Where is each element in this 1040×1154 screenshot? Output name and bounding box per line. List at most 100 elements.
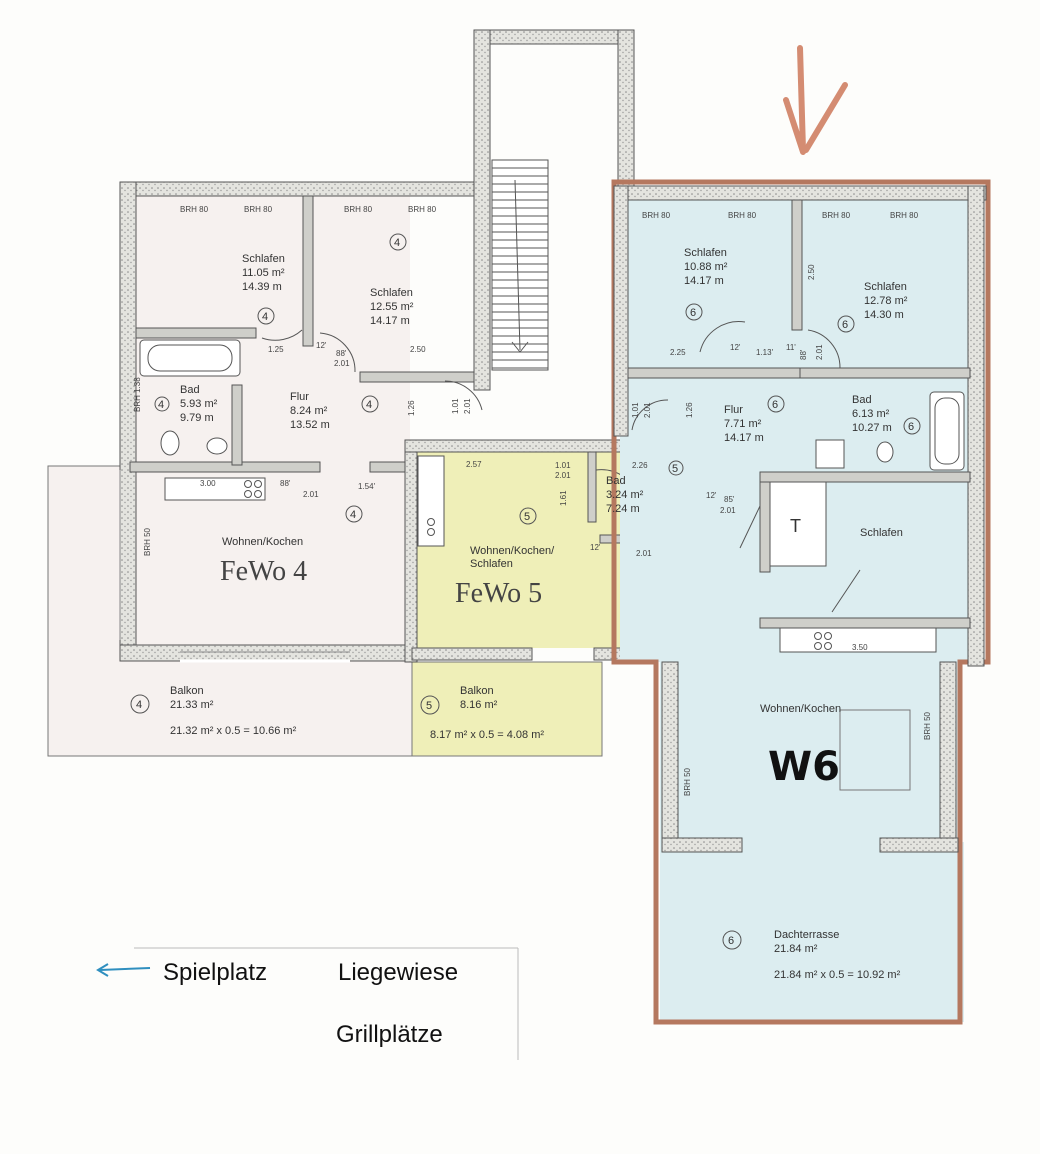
dim-label: 88' <box>280 479 291 488</box>
unit-marker: 6 <box>908 421 914 433</box>
terrasse-calc: 21.84 m² x 0.5 = 10.92 m² <box>774 969 901 981</box>
room-t-label: T <box>790 516 801 536</box>
dim-label: 2.01 <box>643 402 652 418</box>
w6-block <box>611 179 991 1025</box>
unit-title-fewo5: FeWo 5 <box>455 578 542 609</box>
room-perimeter: 7.24 m <box>606 503 640 515</box>
dim-label: 1.26 <box>407 400 416 416</box>
room-name: Flur <box>290 391 309 403</box>
balkon-area: 21.33 m² <box>170 699 214 711</box>
room-area: 8.24 m² <box>290 405 328 417</box>
room-perimeter: 14.17 m <box>724 432 764 444</box>
fewo5-labels: 2.57 1.01 2.01 2.26 5 Bad 3.24 m² 7.24 m… <box>420 460 684 741</box>
dim-label: 2.50 <box>807 264 816 280</box>
dim-label: 88' <box>336 349 347 358</box>
legend-liegewiese: Liegewiese <box>338 959 458 986</box>
balkon-calc: 8.17 m² x 0.5 = 4.08 m² <box>430 729 544 741</box>
dim-label: 2.01 <box>463 398 472 414</box>
balkon-name: Balkon <box>460 685 494 697</box>
room-area: 12.78 m² <box>864 295 908 307</box>
unit-marker: 5 <box>524 511 530 523</box>
room-name: Wohnen/Kochen <box>760 703 841 715</box>
dim-label: 2.01 <box>334 359 350 368</box>
balkon-calc: 21.32 m² x 0.5 = 10.66 m² <box>170 725 297 737</box>
brh-label: BRH 80 <box>728 211 757 220</box>
room-area: 10.88 m² <box>684 261 728 273</box>
left-arrow-icon <box>96 963 151 977</box>
room-area: 3.24 m² <box>606 489 644 501</box>
fewo4-block <box>119 181 491 663</box>
terrasse-area: 21.84 m² <box>774 943 818 955</box>
dim-label: 1.25 <box>268 345 284 354</box>
room-area: 5.93 m² <box>180 398 218 410</box>
dim-label: 1.26 <box>685 402 694 418</box>
unit-marker: 4 <box>350 509 356 521</box>
dim-label: 2.01 <box>720 506 736 515</box>
dim-label: 1.54' <box>358 482 376 491</box>
brh-label: BRH 80 <box>244 205 273 214</box>
unit-marker: 4 <box>262 311 268 323</box>
dim-label: 2.01 <box>303 490 319 499</box>
dim-label: BRH 50 <box>143 527 152 556</box>
brh-label: BRH 80 <box>180 205 209 214</box>
legend-grillplaetze: Grillplätze <box>336 1021 443 1048</box>
dim-label: 2.25 <box>670 348 686 357</box>
dim-label: 1.61 <box>559 490 568 506</box>
down-arrow-icon <box>783 45 848 155</box>
room-perimeter: 13.52 m <box>290 419 330 431</box>
room-name: Bad <box>180 384 200 396</box>
brh-label: BRH 50 <box>923 711 932 740</box>
room-name: Wohnen/Kochen <box>222 536 303 548</box>
dim-label: 3.50 <box>852 643 868 652</box>
legend-spielplatz: Spielplatz <box>163 959 267 986</box>
room-name: Schlafen <box>684 247 727 259</box>
unit-marker: 4 <box>136 699 142 711</box>
balkon-name: Balkon <box>170 685 204 697</box>
fewo4-labels: BRH 80 BRH 80 BRH 80 BRH 80 Schlafen 11.… <box>130 205 472 737</box>
brh-label: BRH 80 <box>642 211 671 220</box>
w6-labels: BRH 80 BRH 80 BRH 80 BRH 80 Schlafen 10.… <box>631 211 932 981</box>
room-area: 6.13 m² <box>852 408 890 420</box>
staircase <box>473 29 635 391</box>
balkon-area: 8.16 m² <box>460 699 498 711</box>
dim-label: 1.13' <box>756 348 774 357</box>
room-perimeter: 14.17 m <box>370 315 410 327</box>
dim-label: 12' <box>590 543 601 552</box>
unit-marker: 4 <box>158 399 164 411</box>
room-name-line2: Schlafen <box>470 558 513 570</box>
balkon-fewo5-area <box>411 661 603 757</box>
room-name: Schlafen <box>242 253 285 265</box>
brh-label: BRH 80 <box>408 205 437 214</box>
dim-label: 2.01 <box>555 471 571 480</box>
brh-label: BRH 80 <box>344 205 373 214</box>
unit-title-fewo4: FeWo 4 <box>220 556 307 587</box>
brh-label: BRH 50 <box>683 767 692 796</box>
brh-label: BRH 80 <box>822 211 851 220</box>
dim-label: 12' <box>316 341 327 350</box>
unit-marker: 5 <box>672 463 678 475</box>
dim-label: 12' <box>730 343 741 352</box>
room-name: Bad <box>852 394 872 406</box>
room-perimeter: 9.79 m <box>180 412 214 424</box>
dim-label: 1.01 <box>555 461 571 470</box>
unit-marker: 4 <box>366 399 372 411</box>
unit-marker: 6 <box>772 399 778 411</box>
room-perimeter: 14.39 m <box>242 281 282 293</box>
room-perimeter: 10.27 m <box>852 422 892 434</box>
unit-marker: 6 <box>728 935 734 947</box>
dim-label: 2.26 <box>632 461 648 470</box>
dim-label: 88' <box>799 349 808 360</box>
room-area: 7.71 m² <box>724 418 762 430</box>
legend-box: Spielplatz Liegewiese Grillplätze <box>96 947 519 1060</box>
dim-label: 2.01 <box>815 344 824 360</box>
dim-label: 12' <box>706 491 717 500</box>
unit-marker: 6 <box>690 307 696 319</box>
room-area: 12.55 m² <box>370 301 414 313</box>
unit-marker: 5 <box>426 700 432 712</box>
unit-marker: 6 <box>842 319 848 331</box>
dim-label: 2.01 <box>636 549 652 558</box>
dim-label: 3.00 <box>200 479 216 488</box>
room-name: Schlafen <box>860 527 903 539</box>
room-name: Flur <box>724 404 743 416</box>
